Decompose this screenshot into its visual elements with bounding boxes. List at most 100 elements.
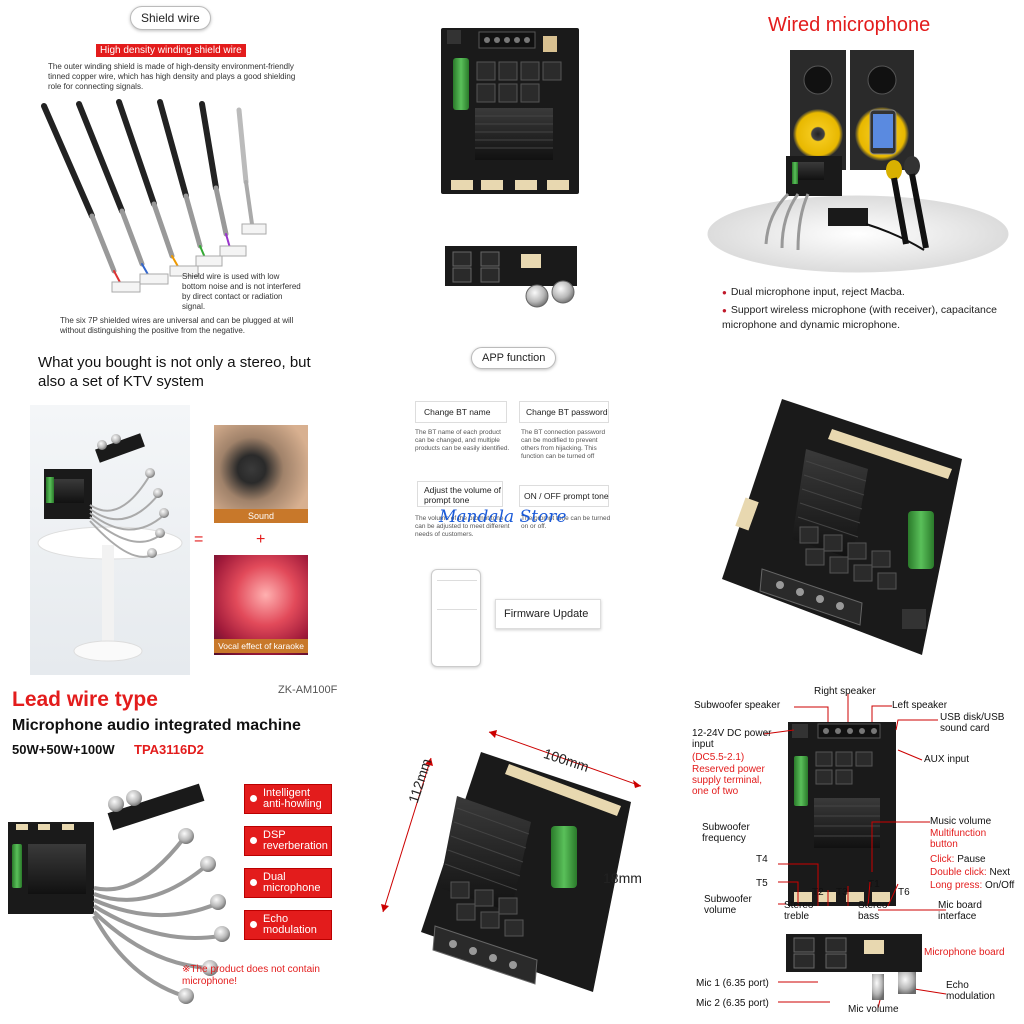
feature-echo-modulation-text: Echo modulation (263, 913, 317, 936)
cable-3 (116, 99, 199, 277)
label-left-speaker: Left speaker (892, 700, 948, 711)
panel-ktv-system: What you bought is not only a stereo, bu… (0, 341, 341, 682)
sound-label: Sound (247, 511, 275, 521)
app-change-bt-name: Change BT name (415, 401, 507, 423)
app-adjust-volume-desc: The volume of the prompt tone can be adj… (415, 515, 510, 538)
panel-board-perspective (682, 341, 1024, 682)
left-speaker-cabinet (790, 50, 846, 170)
label-aux-input: AUX input (924, 754, 970, 765)
dimension-height: 18mm (603, 870, 642, 886)
wired-bullet-support: Support wireless microphone (with receiv… (722, 303, 1012, 332)
cable-4 (157, 99, 223, 267)
label-t1: T1 (868, 879, 880, 890)
karaoke-image (214, 555, 308, 655)
labeled-mic-board-image (786, 934, 922, 1000)
product-note: ※The product does not contain microphone… (182, 964, 320, 987)
label-double-click-action: Next (989, 867, 1011, 878)
panel-shield-wire: Shield wire High density winding shield … (0, 0, 341, 341)
label-mic1: Mic 1 (6.35 port) (696, 978, 769, 989)
panel-wired-microphone: Wired microphone Dual microphone input, … (682, 0, 1024, 341)
label-dc-spec: (DC5.5-2.1) (692, 752, 745, 763)
panel-board-top (341, 0, 682, 341)
microphone-board-image (445, 246, 577, 308)
ktv-headline: What you bought is not only a stereo, bu… (38, 354, 311, 390)
label-stereo-bass: Stereo bass (858, 900, 888, 922)
shield-description: The outer winding shield is made of high… (48, 62, 296, 91)
callout-lines (763, 694, 947, 1009)
ktv-equals-sign: = (194, 531, 204, 548)
wired-bullet-dual-mic: Dual microphone input, reject Macba. (722, 285, 905, 300)
label-microphone-board: Microphone board (924, 947, 1005, 958)
app-change-bt-name-title: Change BT name (424, 407, 491, 417)
karaoke-label: Vocal effect of karaoke (218, 641, 304, 651)
label-t2: T2 (812, 887, 824, 898)
label-t4: T4 (756, 854, 768, 865)
label-echo-modulation: Echo modulation (946, 980, 995, 1002)
feature-dsp-reverb-text: DSP reverberation (263, 829, 328, 852)
panel-app-function: APP function Change BT name The BT name … (341, 341, 682, 682)
phone-mockup (431, 569, 481, 667)
speaker-system-image (707, 50, 1009, 273)
app-onoff-prompt-desc: The prompt tone can be turned on or off. (521, 515, 611, 530)
app-adjust-volume-title: Adjust the volume of prompt tone (424, 485, 502, 505)
microphone-1 (886, 160, 909, 245)
wired-bullet-dual-mic-text: Dual microphone input, reject Macba. (730, 286, 905, 298)
product-model: ZK-AM100F (278, 684, 338, 696)
feature-echo-modulation: Echo modulation (244, 910, 332, 940)
app-change-bt-password: Change BT password (519, 401, 609, 423)
karaoke-label-bar: Vocal effect of karaoke (214, 639, 308, 653)
label-subwoofer-speaker: Subwoofer speaker (694, 700, 781, 711)
label-long-press: Long press: On/Off (930, 880, 1014, 891)
app-change-bt-name-desc: The BT name of each product can be chang… (415, 429, 510, 452)
label-t3: T3 (836, 887, 848, 898)
sound-image (214, 425, 308, 523)
wired-title: Wired microphone (768, 14, 931, 36)
shield-subtitle: High density winding shield wire (96, 44, 246, 57)
product-board-with-wires-image (8, 783, 230, 1004)
cable-2 (76, 101, 169, 285)
cable-1 (41, 103, 141, 293)
label-click-key: Click: (930, 854, 955, 865)
app-onoff-prompt: ON / OFF prompt tone (519, 485, 609, 507)
firmware-update-box: Firmware Update (495, 599, 601, 629)
feature-anti-howling: Intelligent anti-howling (244, 784, 332, 814)
label-multifunction: Multifunction button (930, 828, 987, 850)
panel-dimensions: 100mm 112mm 18mm (341, 682, 682, 1024)
panel-port-labels: Subwoofer speaker Right speaker Left spe… (682, 682, 1024, 1024)
dimension-board-image (381, 730, 642, 992)
app-change-bt-password-desc: The BT connection password can be modifi… (521, 429, 606, 460)
label-t6: T6 (898, 887, 910, 898)
feature-dual-mic-text: Dual microphone (263, 871, 321, 894)
label-music-volume: Music volume (930, 816, 992, 827)
cable-5 (199, 101, 247, 257)
feature-dsp-reverb: DSP reverberation (244, 826, 332, 856)
firmware-update-label: Firmware Update (504, 608, 589, 620)
label-dc-input: 12-24V DC power input (692, 728, 772, 750)
ktv-plus-sign: + (256, 531, 266, 548)
product-title-lead-wire: Lead wire type (12, 688, 158, 711)
product-power-rating: 50W+50W+100W (12, 742, 115, 757)
label-mic-board-interface: Mic board interface (938, 900, 982, 922)
panel-lead-wire-type: ZK-AM100F Lead wire type Microphone audi… (0, 682, 341, 1024)
ktv-board-with-table-image (37, 433, 183, 662)
app-adjust-volume: Adjust the volume of prompt tone (417, 481, 503, 507)
amplifier-board-perspective-image (722, 399, 962, 655)
feature-anti-howling-text: Intelligent anti-howling (263, 787, 322, 810)
label-long-press-action: On/Off (985, 880, 1015, 891)
label-subwoofer-frequency: Subwoofer frequency (702, 822, 750, 844)
feature-dual-mic: Dual microphone (244, 868, 332, 898)
shield-note-noise: Shield wire is used with low bottom nois… (182, 272, 301, 311)
label-click-action: Pause (957, 854, 986, 865)
label-usb: USB disk/USB sound card (940, 712, 1005, 734)
label-click: Click: Pause (930, 854, 986, 865)
phone-screen-lines (437, 580, 477, 610)
shield-wire-cables-image (41, 99, 267, 293)
wired-bullet-support-text: Support wireless microphone (with receiv… (722, 304, 997, 331)
product-chip: TPA3116D2 (134, 742, 204, 757)
cable-6 (236, 107, 267, 235)
product-title-integrated: Microphone audio integrated machine (12, 717, 301, 734)
shield-title: Shield wire (130, 6, 211, 30)
watermark: Mandala Store (439, 507, 567, 527)
label-reserved-power: Reserved power supply terminal, one of t… (692, 764, 765, 797)
app-change-bt-password-title: Change BT password (526, 407, 608, 417)
